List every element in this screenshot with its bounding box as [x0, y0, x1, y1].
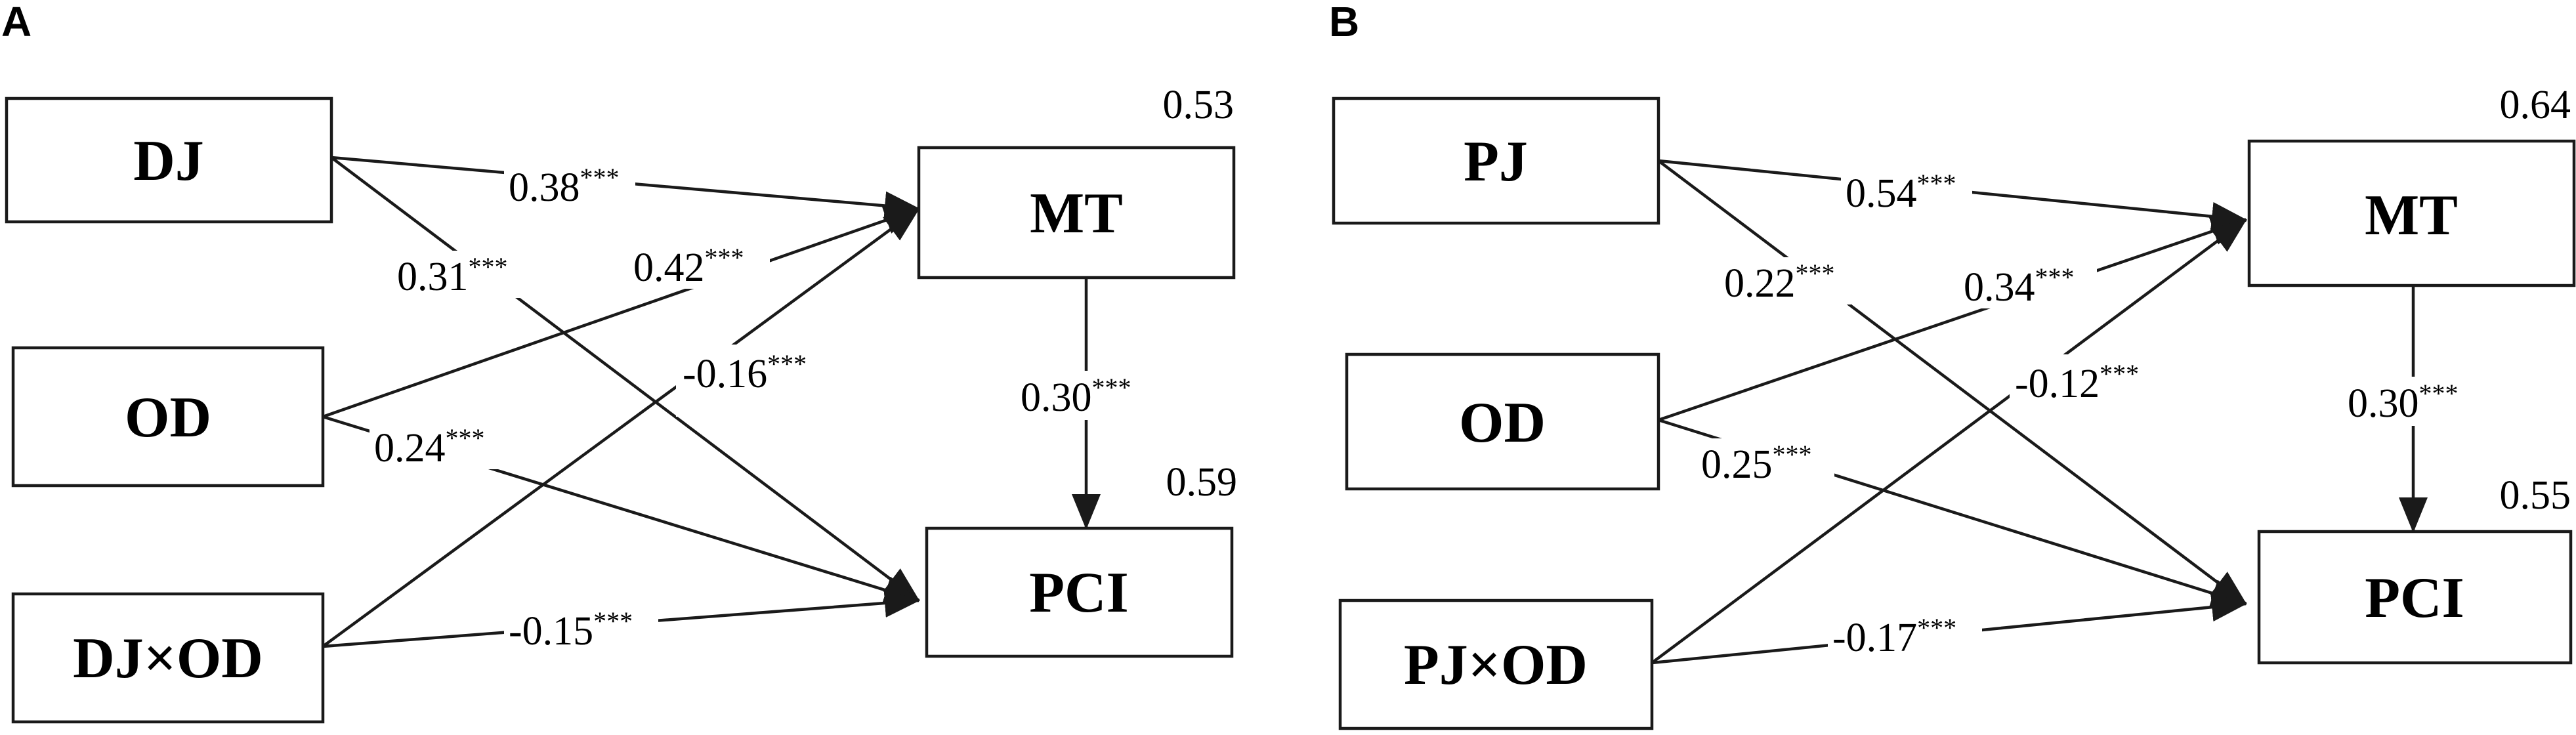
r2-mt: 0.64	[2500, 83, 2571, 127]
coef-value: 0.25	[1701, 442, 1773, 487]
panel-a: A DJ OD DJ×OD MT PC	[1, 0, 1238, 724]
svg-text:-0.16***: -0.16***	[683, 349, 807, 396]
node-dj: DJ	[5, 96, 333, 224]
coef-value: 0.30	[1021, 375, 1092, 420]
node-pci: PCI	[925, 526, 1234, 658]
coef-sig: ***	[446, 423, 485, 453]
coef-dj-mt: 0.38***	[504, 161, 635, 210]
path-int-to-mt	[1651, 219, 2247, 664]
node-label: DJ	[133, 129, 204, 193]
coef-sig: ***	[1917, 169, 1956, 198]
svg-text:-0.15***: -0.15***	[509, 606, 633, 654]
path-int-to-mt	[322, 207, 920, 648]
node-mt: MT	[2247, 139, 2576, 287]
node-pci: PCI	[2257, 530, 2573, 665]
coef-od-mt: 0.42***	[629, 242, 770, 290]
panel-label: B	[1329, 0, 1359, 45]
r2-pci: 0.59	[1166, 460, 1238, 505]
coef-value: -0.12	[2015, 362, 2100, 406]
node-mt: MT	[917, 146, 1236, 280]
coef-sig: ***	[580, 163, 620, 192]
coef-value: -0.16	[683, 352, 767, 396]
coef-od-pci: 0.25***	[1697, 438, 1834, 487]
coef-int-pci: -0.15***	[504, 605, 658, 654]
node-interaction: PJ×OD	[1338, 598, 1654, 730]
coef-value: 0.42	[633, 245, 705, 290]
r2-pci: 0.55	[2500, 473, 2571, 518]
node-label: OD	[125, 386, 211, 450]
coef-int-mt: -0.16***	[676, 345, 840, 417]
coef-sig: ***	[469, 252, 508, 282]
node-od: OD	[11, 346, 325, 488]
svg-text:-0.17***: -0.17***	[1832, 613, 1956, 660]
coef-sig: ***	[767, 349, 807, 379]
path-pj-to-pci	[1657, 159, 2247, 605]
coef-dj-pci: 0.31***	[392, 251, 524, 299]
node-label: PJ×OD	[1404, 633, 1588, 697]
coef-sig: ***	[2419, 379, 2459, 408]
svg-text:0.42***: 0.42***	[633, 243, 744, 290]
coef-pj-mt: 0.54***	[1841, 167, 1972, 216]
coef-pj-pci: 0.22***	[1720, 257, 1851, 306]
svg-text:0.24***: 0.24***	[374, 423, 485, 471]
svg-text:0.54***: 0.54***	[1846, 169, 1956, 216]
coef-sig: ***	[1773, 440, 1812, 469]
coef-int-mt: -0.12***	[2010, 354, 2174, 423]
coef-od-mt: 0.34***	[1959, 261, 2097, 310]
coef-value: 0.30	[2348, 381, 2419, 426]
coef-od-pci: 0.24***	[370, 422, 504, 471]
coef-value: -0.15	[509, 609, 593, 654]
coef-sig: ***	[1796, 259, 1835, 288]
svg-text:-0.12***: -0.12***	[2015, 359, 2139, 406]
coef-value: 0.24	[374, 426, 446, 471]
panel-label: A	[1, 0, 32, 45]
svg-text:0.25***: 0.25***	[1701, 440, 1812, 487]
coef-sig: ***	[705, 243, 744, 272]
coef-sig: ***	[1092, 373, 1131, 402]
coef-value: 0.54	[1846, 171, 1917, 216]
svg-text:0.34***: 0.34***	[1964, 262, 2075, 310]
coef-sig: ***	[2035, 262, 2075, 292]
path-dj-to-pci	[330, 156, 920, 602]
coef-mt-pci: 0.30***	[2344, 377, 2482, 426]
svg-text:0.31***: 0.31***	[397, 252, 508, 299]
coef-sig: ***	[2100, 359, 2139, 388]
node-interaction: DJ×OD	[11, 592, 325, 724]
coef-mt-pci: 0.30***	[1017, 371, 1155, 420]
path-od-to-mt	[1658, 217, 2247, 422]
panel-b: B PJ OD PJ×OD MT PCI	[1329, 0, 2576, 730]
node-label: PCI	[2365, 566, 2464, 630]
coef-value: 0.22	[1724, 261, 1796, 306]
coef-sig: ***	[1917, 613, 1956, 642]
svg-text:0.38***: 0.38***	[509, 163, 620, 210]
coef-value: -0.17	[1832, 616, 1917, 660]
node-pj: PJ	[1332, 96, 1660, 225]
node-label: MT	[1030, 182, 1123, 245]
svg-text:0.30***: 0.30***	[1021, 373, 1131, 420]
node-od: OD	[1345, 352, 1660, 491]
coef-value: 0.31	[397, 255, 469, 299]
coef-value: 0.38	[509, 165, 580, 210]
coef-sig: ***	[593, 606, 633, 636]
r2-mt: 0.53	[1163, 83, 1235, 127]
node-label: DJ×OD	[73, 627, 263, 690]
path-od-to-mt	[322, 206, 920, 419]
coef-int-pci: -0.17***	[1828, 612, 1982, 660]
svg-text:0.22***: 0.22***	[1724, 259, 1835, 306]
node-label: PCI	[1029, 561, 1129, 625]
node-label: PJ	[1464, 130, 1528, 194]
svg-text:0.30***: 0.30***	[2348, 379, 2459, 426]
node-label: OD	[1459, 391, 1546, 455]
node-label: MT	[2365, 184, 2458, 247]
coef-value: 0.34	[1964, 265, 2035, 310]
